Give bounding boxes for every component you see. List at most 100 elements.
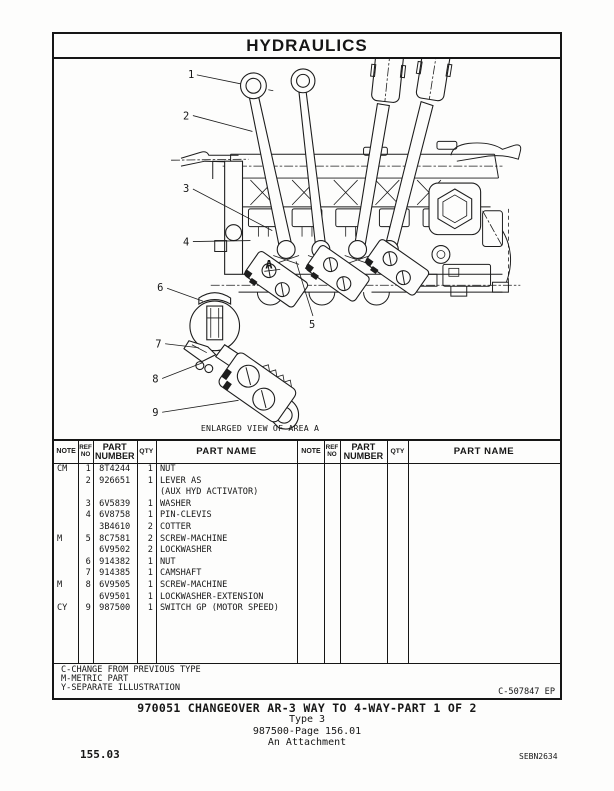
cell-part-number: 3B4610 [99,521,131,532]
callout-2: 2 [183,111,189,123]
cell-note: CY [57,603,68,614]
callout-6: 6 [157,282,163,294]
cell-part-number: 8C7581 [99,533,131,544]
area-a-label: A [265,257,272,271]
cell-ref-no: 4 [85,510,91,521]
drawing-reference: C-507847 EP [498,687,555,697]
cell-qty: 1 [147,464,153,474]
cell-ref-no: 3 [85,498,91,509]
parts-table-body-left: CM 1 8T4244 1 NUT 2 926651 1 LEVER AS (A… [54,464,297,615]
cell-qty: 2 [147,545,153,556]
cell-part-name: SCREW-MACHINE [159,533,228,544]
callout-7: 7 [155,339,161,351]
col-note: NOTE [56,448,76,456]
manual-code: SEBN2634 [519,752,558,761]
document-title: 970051 CHANGEOVER AR-3 WAY TO 4-WAY-PART… [137,701,477,715]
cell-ref-no: 2 [85,475,91,486]
cell-part-number: 6V9501 [99,591,131,602]
cell-note [54,510,78,522]
cell-qty [137,487,156,499]
callout-leaders [162,74,314,413]
col-qty: QTY [390,448,405,456]
cell-note [54,476,78,488]
cell-qty: 2 [147,521,153,532]
cell-part-name: NUT [159,464,176,474]
enlarged-view: ENLARGED VIEW OF AREA A [183,292,319,433]
table-row: CY 9 987500 1 SWITCH GP (MOTOR SPEED) [54,603,297,615]
legend-line: M-METRIC PART [61,674,129,684]
callout-numbers: 1 2 3 4 5 6 7 8 9 [152,69,315,419]
table-row: 6V9502 2 LOCKWASHER [54,545,297,557]
cell-note [54,545,78,557]
col-part-name: PART NAME [453,446,515,458]
cell-note: M [57,533,63,544]
cell-qty: 1 [147,475,153,486]
table-row: 7 914385 1 CAMSHAFT [54,568,297,580]
cell-note [54,522,78,534]
cell-ref-no: 8 [85,579,91,590]
table-row: 3 6V5839 1 WASHER [54,499,297,511]
cell-part-name: COTTER [159,521,192,532]
col-qty: QTY [139,448,154,456]
cell-note [54,499,78,511]
hydraulics-diagram: ENLARGED VIEW OF AREA A A 1 [54,59,560,439]
cell-ref-no [78,522,93,534]
callout-1: 1 [188,69,194,81]
cell-qty: 1 [147,510,153,521]
cell-part-name: LOCKWASHER [159,545,212,556]
cell-part-name: (AUX HYD ACTIVATOR) [159,487,259,498]
callout-3: 3 [183,183,189,195]
table-row: 3B4610 2 COTTER [54,522,297,534]
cell-ref-no [78,592,93,604]
cell-part-name: NUT [159,556,176,567]
cell-part-name: LOCKWASHER-EXTENSION [159,591,264,602]
cell-part-number: 6V5839 [99,498,131,509]
cell-ref-no: 7 [85,568,91,579]
cell-note [54,592,78,604]
cell-part-number: 8T4244 [99,464,131,474]
table-row: 2 926651 1 LEVER AS [54,476,297,488]
callout-9: 9 [152,407,158,419]
valve-assembly-drawing: ENLARGED VIEW OF AREA A A 1 [152,59,522,433]
table-row: M 5 8C7581 2 SCREW-MACHINE [54,534,297,546]
cell-ref-no: 1 [85,464,91,474]
cell-note [54,487,78,499]
cell-part-name: WASHER [159,498,192,509]
cell-part-number: 926651 [99,475,131,486]
cell-part-number: 6V8758 [99,510,131,521]
cell-qty: 1 [147,591,153,602]
cell-qty: 1 [147,556,153,567]
callout-8: 8 [152,373,158,385]
callout-4: 4 [183,237,189,249]
cell-part-name: SCREW-MACHINE [159,579,228,590]
cell-qty: 1 [147,498,153,509]
content-frame: HYDRAULICS [52,32,562,700]
table-row: 6 914382 1 NUT [54,557,297,569]
cell-part-number: 987500 [99,603,131,614]
cell-part-name: SWITCH GP (MOTOR SPEED) [159,603,279,614]
cell-ref-no: 9 [85,603,91,614]
enlarged-view-caption: ENLARGED VIEW OF AREA A [201,423,319,433]
cell-qty: 1 [147,603,153,614]
page-number: 155.03 [80,748,120,761]
legend-line: Y-SEPARATE ILLUSTRATION [61,683,180,693]
cell-ref-no: 6 [85,556,91,567]
callout-5: 5 [309,319,315,331]
cell-ref-no [78,545,93,557]
cell-note [54,568,78,580]
page-title: HYDRAULICS [246,35,368,55]
cell-part-number: 914382 [99,556,131,567]
table-row: CM 1 8T4244 1 NUT [54,464,297,476]
cell-note: M [57,579,63,590]
attachment-line: An Attachment [267,737,347,748]
table-row: (AUX HYD ACTIVATOR) [54,487,297,499]
